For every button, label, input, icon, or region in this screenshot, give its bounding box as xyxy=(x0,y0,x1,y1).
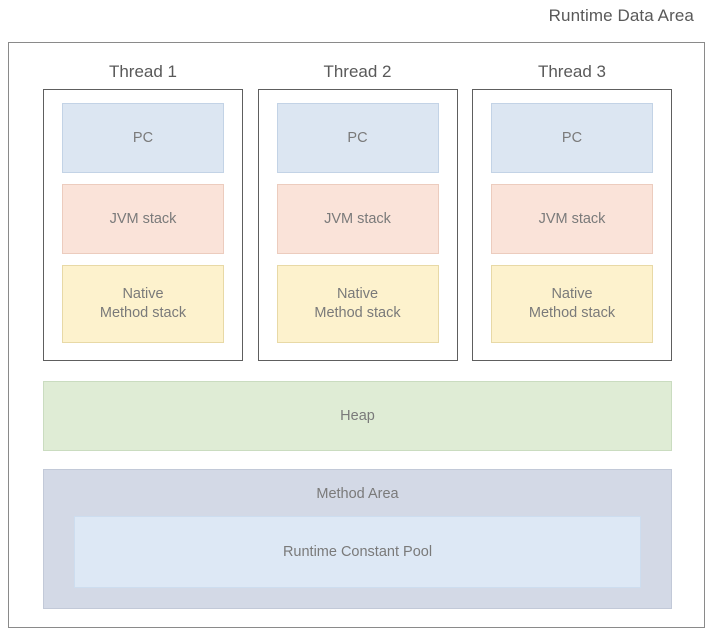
thread-column-2: Thread 2 PC JVM stack Native Method stac… xyxy=(257,61,458,361)
thread-3-title: Thread 3 xyxy=(537,62,607,81)
thread-3-native-method-stack-box: Native Method stack xyxy=(491,265,653,343)
thread-2-native-method-stack-box: Native Method stack xyxy=(276,265,439,343)
thread-1-native-line-2: Method stack xyxy=(99,305,187,321)
thread-3-native-line-2: Method stack xyxy=(528,305,616,321)
thread-2-pc-box: PC xyxy=(276,103,439,173)
thread-3-box: PC JVM stack Native Method stack xyxy=(472,89,672,361)
thread-3-pc-box: PC xyxy=(491,103,653,173)
thread-1-jvm-stack-box: JVM stack xyxy=(62,184,224,254)
page-title: Runtime Data Area xyxy=(548,6,694,25)
thread-1-native-method-stack-box: Native Method stack xyxy=(62,265,224,343)
threads-row: Thread 1 PC JVM stack Native Method stac… xyxy=(43,61,672,361)
runtime-constant-pool-box: Runtime Constant Pool xyxy=(74,516,641,588)
thread-2-box: PC JVM stack Native Method stack xyxy=(257,89,458,361)
thread-2-native-line-2: Method stack xyxy=(314,305,401,321)
heap-box: Heap xyxy=(43,381,672,451)
thread-2-native-line-1: Native xyxy=(336,286,379,302)
thread-3-jvm-stack-box: JVM stack xyxy=(491,184,653,254)
thread-column-1: Thread 1 PC JVM stack Native Method stac… xyxy=(43,61,243,361)
method-area-label: Method Area xyxy=(316,486,399,502)
thread-1-native-line-1: Native xyxy=(122,286,164,302)
thread-2-jvm-stack-box: JVM stack xyxy=(276,184,439,254)
thread-1-pc-box: PC xyxy=(62,103,224,173)
thread-column-3: Thread 3 PC JVM stack Native Method stac… xyxy=(472,61,672,361)
thread-1-box: PC JVM stack Native Method stack xyxy=(43,89,243,361)
runtime-data-area-frame: Thread 1 PC JVM stack Native Method stac… xyxy=(8,42,705,628)
thread-1-title: Thread 1 xyxy=(108,62,178,81)
method-area-box: Method Area Runtime Constant Pool xyxy=(43,469,672,609)
thread-2-title: Thread 2 xyxy=(323,62,392,81)
thread-3-native-line-1: Native xyxy=(551,286,593,302)
